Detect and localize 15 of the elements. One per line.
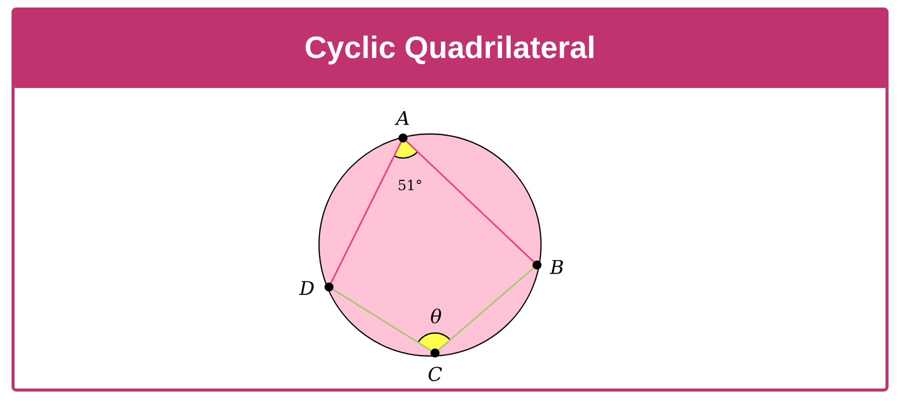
line-segment [332, 288, 432, 352]
title-banner: Cyclic Quadrilateral [13, 9, 887, 88]
angle-label: 51° [398, 180, 422, 190]
point-label: B [550, 260, 563, 274]
point-label: D [299, 281, 314, 295]
point-label: A [394, 111, 409, 125]
point-label: C [428, 366, 442, 382]
line-segment [406, 140, 534, 262]
line-segment [438, 267, 534, 351]
point [398, 134, 408, 142]
point [430, 348, 440, 358]
line-segment [330, 142, 402, 284]
angle-label: θ [430, 308, 442, 324]
point [324, 282, 334, 292]
point [532, 260, 542, 270]
